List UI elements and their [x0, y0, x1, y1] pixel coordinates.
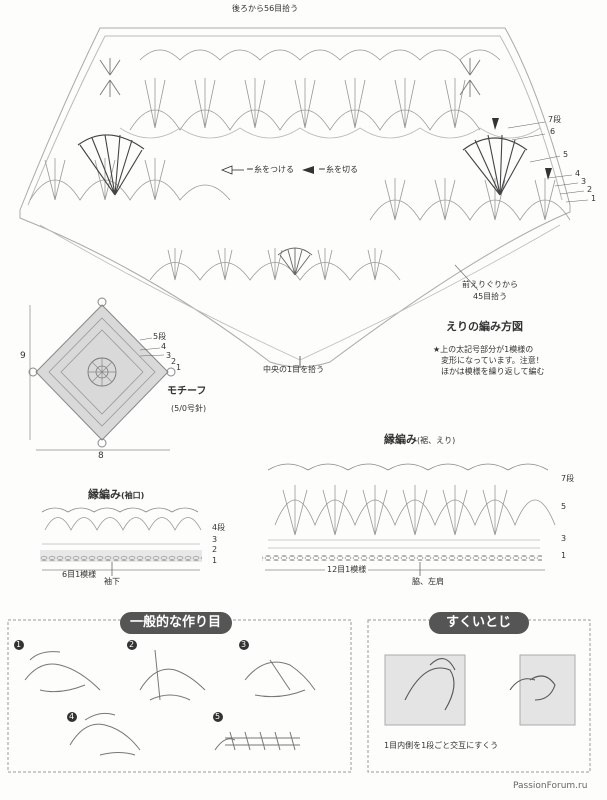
cast-on-title-pill: [120, 612, 232, 634]
motif-height: 9: [20, 351, 26, 361]
collar-row-4: 4: [575, 169, 581, 178]
cuff-row-2: 2: [212, 545, 218, 554]
collar-note-line1: ★上の太記号部分が1模様の: [433, 345, 534, 354]
cuff-edging-chart: [40, 507, 202, 576]
cuff-row-4: 4段: [212, 523, 226, 532]
pickup-center-label: 中央の1目を拾う: [263, 365, 325, 374]
motif-square: [28, 297, 176, 451]
attach-yarn-legend: ＝糸をつける: [246, 165, 294, 174]
cast-on-step-5: 5: [215, 712, 221, 721]
hem-repeat-label: 12目1模様: [325, 565, 369, 574]
whip-stitch-caption: 1目内側を1段ごと交互にすくう: [384, 741, 499, 750]
collar-row-6: 6: [550, 127, 556, 136]
cast-on-title: 一般的な作り目: [130, 615, 222, 630]
hem-row-3: 3: [561, 534, 567, 543]
cast-on-step-3: 3: [241, 640, 247, 649]
whip-stitch-title: すくいとじ: [446, 615, 512, 630]
cast-on-step-2: 2: [129, 640, 135, 649]
motif-row-5: 5段: [153, 332, 167, 341]
collar-row-3: 3: [581, 177, 587, 186]
cuff-row-1: 1: [212, 556, 218, 565]
bold-fan-left: [77, 134, 145, 196]
collar-note-line2: 変形になっています。注意！: [441, 356, 544, 365]
cast-on-step-1: 1: [16, 640, 22, 649]
motif-row-2: 2: [171, 357, 177, 366]
cast-on-box: [7, 619, 352, 773]
center-fan: [277, 247, 313, 276]
motif-row-1: 1: [176, 363, 182, 372]
collar-row-2: 2: [587, 185, 593, 194]
collar-outline: [19, 27, 571, 368]
pickup-front-count: 45目拾う: [473, 292, 508, 301]
whip-stitch-title-pill: [429, 612, 529, 634]
hem-row-7: 7段: [561, 474, 575, 483]
watermark: PassionForum.ru: [513, 781, 588, 791]
collar-row-leaders: [299, 121, 589, 365]
hem-row-1: 1: [561, 551, 567, 560]
hem-edging-title: 縁編み(裾、えり): [384, 433, 456, 446]
collar-row-7: 7段: [548, 115, 562, 124]
hem-row-5: 5: [561, 502, 567, 511]
collar-top-fans: [119, 49, 541, 139]
cut-yarn-legend: ＝糸を切る: [318, 165, 358, 174]
motif-hook-size: (5/0号針): [171, 404, 207, 413]
collar-note-line3: ほかは模様を繰り返して編む: [441, 367, 545, 376]
collar-chart-title: えりの編み方図: [446, 320, 523, 333]
legend-symbols: [220, 118, 552, 180]
cast-on-step-4: 4: [69, 712, 75, 721]
motif-name: モチーフ: [167, 386, 207, 397]
hem-position-label: 脇、左肩: [412, 577, 444, 586]
motif-width: 8: [98, 451, 104, 461]
whip-stitch-box: [367, 619, 591, 773]
collar-row-1: 1: [591, 194, 597, 203]
hem-edging-chart: [262, 463, 556, 576]
corner-fans-top: [99, 58, 481, 97]
cuff-position-label: 袖下: [104, 577, 120, 586]
collar-row-5: 5: [563, 150, 569, 159]
motif-row-3: 3: [166, 351, 172, 360]
cuff-row-3: 3: [212, 535, 218, 544]
motif-row-4: 4: [161, 342, 167, 351]
pickup-front-label: 前えりぐりから: [462, 280, 518, 289]
step-number-markers: [14, 640, 249, 722]
cuff-edging-title: 縁編み(袖口): [88, 488, 145, 501]
bold-fan-right: [462, 134, 528, 196]
pickup-back-label: 後ろから56目拾う: [232, 4, 299, 13]
cuff-repeat-label: 6目1模様: [60, 570, 99, 579]
